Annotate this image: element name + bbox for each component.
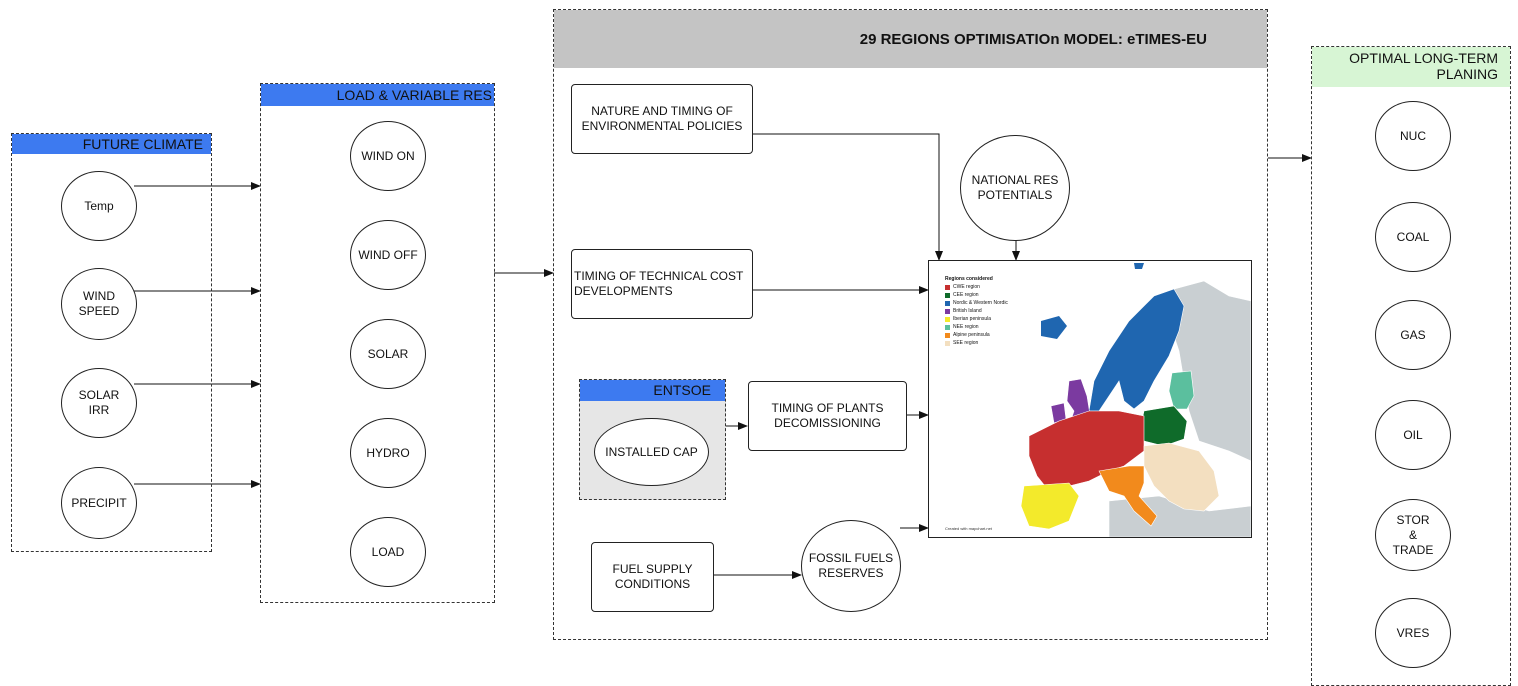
map-legend-item: CWE region (945, 283, 1008, 291)
temp-node: Temp (61, 171, 137, 241)
map-legend-item: SEE region (945, 339, 1008, 347)
map-legend-item: Iberian peninsula (945, 315, 1008, 323)
future-climate-title: FUTURE CLIMATE (12, 134, 211, 154)
wind-off-node: WIND OFF (350, 220, 426, 290)
plants-decom-label: TIMING OF PLANTS DECOMISSIONING (771, 401, 884, 430)
fossil-reserves-label: FOSSIL FUELS RESERVES (808, 551, 894, 580)
gas-node: GAS (1375, 300, 1451, 370)
stor-trade-node: STOR & TRADE (1375, 499, 1451, 571)
vres-label: VRES (1396, 625, 1430, 640)
map-legend-swatch (945, 284, 950, 290)
wind-on-label: WIND ON (361, 148, 415, 163)
oil-node: OIL (1375, 400, 1451, 470)
technical-cost-label: TIMING OF TECHNICAL COST DEVELOPMENTS (574, 269, 744, 298)
map-legend-swatch (945, 332, 950, 338)
map-baltics (1168, 370, 1195, 410)
wind-off-label: WIND OFF (358, 247, 418, 262)
wind-speed-node: WIND SPEED (61, 268, 137, 340)
vres-node: VRES (1375, 598, 1451, 668)
oil-label: OIL (1403, 427, 1423, 442)
map-iberia (1020, 482, 1080, 530)
map-legend-swatch (945, 340, 950, 346)
national-res-label: NATIONAL RES POTENTIALS (971, 173, 1059, 202)
map-legend-label: NEE region (953, 324, 979, 330)
technical-cost-box: TIMING OF TECHNICAL COST DEVELOPMENTS (571, 249, 753, 319)
map-legend-item: NEE region (945, 323, 1008, 331)
map-alpine (1098, 465, 1158, 527)
nature-timing-box: NATURE AND TIMING OF ENVIRONMENTAL POLIC… (571, 84, 753, 154)
national-res-node: NATIONAL RES POTENTIALS (960, 135, 1070, 241)
map-legend-swatch (945, 300, 950, 306)
map-legend-label: Iberian peninsula (953, 316, 992, 322)
hydro-label: HYDRO (366, 445, 410, 460)
entsoe-title: ENTSOE (580, 380, 725, 401)
map-legend-label: SEE region (953, 340, 979, 346)
map-greenland-bit (1134, 263, 1144, 269)
map-legend-swatch (945, 324, 950, 330)
future-climate-panel: FUTURE CLIMATE (11, 133, 212, 552)
installed-cap-label: INSTALLED CAP (605, 444, 698, 459)
map-legend-title: Regions considered (945, 276, 993, 282)
wind-on-node: WIND ON (350, 121, 426, 191)
load-label: LOAD (371, 544, 405, 559)
map-footer: Created with mapchart.net (945, 526, 992, 531)
hydro-node: HYDRO (350, 418, 426, 488)
map-drawing (1020, 263, 1251, 537)
arrow-nature-timing (752, 133, 943, 261)
stor-trade-label: STOR & TRADE (1392, 512, 1434, 557)
fossil-reserves-node: FOSSIL FUELS RESERVES (801, 520, 901, 612)
precipit-label: PRECIPIT (71, 495, 127, 510)
load-res-title: LOAD & VARIABLE RES (261, 84, 494, 106)
map-legend-swatch (945, 292, 950, 298)
map-legend-label: Alpine peninsula (953, 332, 990, 338)
map-nordic (1088, 288, 1185, 412)
load-res-panel: LOAD & VARIABLE RES (260, 83, 495, 603)
map-legend-item: Nordic & Western Nordic (945, 299, 1008, 307)
fuel-supply-label: FUEL SUPPLY CONDITIONS (612, 562, 693, 591)
coal-label: COAL (1396, 229, 1430, 244)
wind-speed-label: WIND SPEED (78, 289, 120, 318)
fuel-supply-box: FUEL SUPPLY CONDITIONS (591, 542, 714, 612)
map-legend-label: CEE region (953, 292, 979, 298)
map-legend-label: CWE region (953, 284, 980, 290)
solar-node: SOLAR (350, 319, 426, 389)
map-legend-label: British Island (953, 308, 982, 314)
map-legend-label: Nordic & Western Nordic (953, 300, 1008, 306)
gas-label: GAS (1400, 327, 1426, 342)
precipit-node: PRECIPIT (61, 467, 137, 539)
model-title: 29 REGIONS OPTIMISATIOn MODEL: eTIMES-EU (554, 10, 1267, 68)
map-legend-swatch (945, 316, 950, 322)
map-land-gray (1166, 280, 1251, 462)
load-node: LOAD (350, 517, 426, 587)
map-cee (1140, 405, 1188, 447)
installed-cap-node: INSTALLED CAP (594, 418, 709, 486)
output-title: OPTIMAL LONG-TERM PLANING (1312, 47, 1510, 87)
nature-timing-label: NATURE AND TIMING OF ENVIRONMENTAL POLIC… (581, 104, 743, 133)
solar-irr-node: SOLAR IRR (61, 368, 137, 438)
map-legend-item: CEE region (945, 291, 1008, 299)
nuc-node: NUC (1375, 101, 1451, 171)
map-iceland (1041, 316, 1067, 339)
map-legend-swatch (945, 308, 950, 314)
map-see (1143, 442, 1220, 512)
coal-node: COAL (1375, 202, 1451, 272)
map-legend-item: Alpine peninsula (945, 331, 1008, 339)
map-legend-item: British Island (945, 307, 1008, 315)
nuc-label: NUC (1400, 128, 1426, 143)
temp-label: Temp (84, 198, 114, 213)
solar-label: SOLAR (367, 346, 409, 361)
plants-decom-box: TIMING OF PLANTS DECOMISSIONING (748, 381, 907, 451)
model-panel: 29 REGIONS OPTIMISATIOn MODEL: eTIMES-EU (553, 9, 1268, 640)
output-panel: OPTIMAL LONG-TERM PLANING (1311, 46, 1511, 686)
solar-irr-label: SOLAR IRR (78, 388, 120, 417)
